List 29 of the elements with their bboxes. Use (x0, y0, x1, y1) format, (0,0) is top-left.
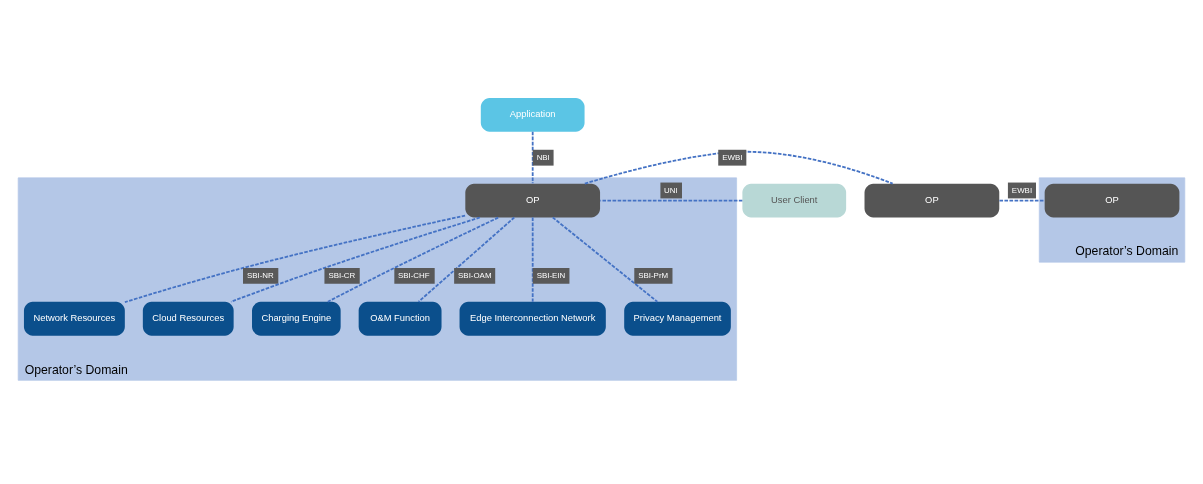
edge-label: SBI-CHF (397, 270, 430, 280)
connector (599, 199, 744, 202)
connector (417, 216, 516, 303)
edge-label: EWBI (1011, 185, 1033, 195)
node-box: Edge Interconnection Network (459, 301, 606, 336)
edge-label: SBI-EIN (536, 270, 566, 280)
node-box: O&M Function (358, 301, 442, 336)
edge-label: SBI-NR (246, 270, 274, 280)
node-box: OP (465, 183, 601, 218)
node-box: Application (480, 97, 585, 132)
edge-label: SBI-CR (328, 270, 356, 280)
edge-label: SBI-PrM (638, 270, 669, 280)
connector (531, 130, 534, 185)
edge-label: SBI-OAM (458, 270, 492, 280)
node-box: User Client (742, 183, 847, 218)
edge-label: EWBI (722, 152, 743, 162)
edge-label: NBI (536, 152, 550, 162)
connector (551, 216, 659, 303)
edge-label: UNI (664, 185, 678, 195)
connector (123, 214, 466, 304)
node-box: Cloud Resources (142, 301, 234, 336)
node-box: OP (1044, 183, 1180, 218)
node-box: Network Resources (23, 301, 125, 336)
node-box: Privacy Management (624, 301, 731, 336)
node-box: Charging Engine (252, 301, 341, 336)
connector (230, 216, 481, 303)
connector (998, 199, 1046, 202)
node-box: OP (864, 183, 1000, 218)
connector (531, 216, 534, 303)
